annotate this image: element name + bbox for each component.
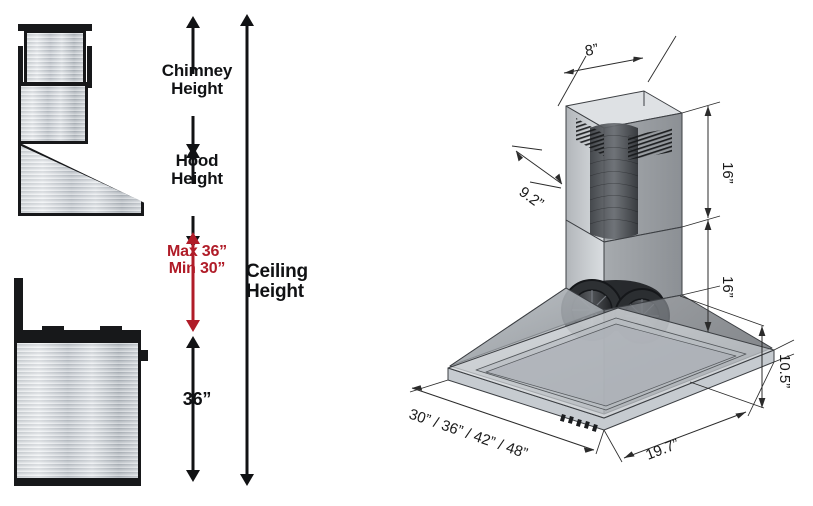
left-elevation-group (0, 0, 160, 506)
hood-canopy (18, 142, 144, 216)
chimney-upper-stack (24, 30, 86, 86)
clearance-double-arrow (176, 232, 210, 332)
dim-chimney-depth: 9.2” (516, 183, 547, 212)
range-control-knob (100, 326, 122, 332)
hood-height-line2: Height (171, 169, 223, 189)
counter-height-label: 36” (182, 389, 212, 409)
range-cooktop (14, 330, 141, 342)
dim-chimney-width: 8” (584, 41, 600, 60)
ceiling-height-line2: Height (246, 281, 304, 303)
hood-height-arrow-top (176, 146, 210, 184)
isometric-hood-drawing: 8” 9.2” (390, 10, 813, 496)
chimney-height-line1: Chimney (161, 61, 233, 80)
dim-chimney-upper: 16” (719, 162, 736, 184)
chimney-cap (18, 24, 92, 31)
chimney-height-line2: Height (171, 79, 223, 99)
dim-chimney-lower: 16” (719, 276, 736, 298)
range-backguard (14, 278, 23, 338)
dimension-column: Chimney Height Hood Height Max 36” (150, 0, 335, 506)
chimney-fin-left (18, 46, 23, 88)
dim-canopy-height: 10.5” (776, 354, 793, 388)
clearance-min-label: Min 30” (168, 259, 226, 277)
clearance-label: Max 36” Min 30” (138, 243, 256, 278)
chimney-lower-stack (18, 82, 88, 144)
range-door-handle (139, 350, 148, 361)
ceiling-height-line1: Ceiling (246, 261, 308, 282)
range-control-knob (42, 326, 64, 332)
clearance-max-label: Max 36” (167, 243, 227, 260)
range-side-profile (8, 278, 156, 490)
hood-side-profile (8, 24, 144, 216)
hood-height-label: Hood Height (144, 151, 250, 189)
range-base (14, 478, 141, 486)
range-body (14, 340, 141, 484)
dim-width-options: 30” / 36” / 42” / 48” (407, 406, 530, 463)
chimney-fin-right (87, 46, 92, 88)
dim-depth: 19.7” (643, 436, 681, 464)
ceiling-height-label: Ceiling Height (246, 261, 358, 303)
chimney-height-arrow-top (176, 16, 210, 74)
chimney-height-label: Chimney Height (144, 61, 250, 99)
counter-height-arrow (176, 336, 210, 482)
ceiling-height-arrow (236, 14, 258, 486)
hood-height-line1: Hood (175, 151, 219, 170)
